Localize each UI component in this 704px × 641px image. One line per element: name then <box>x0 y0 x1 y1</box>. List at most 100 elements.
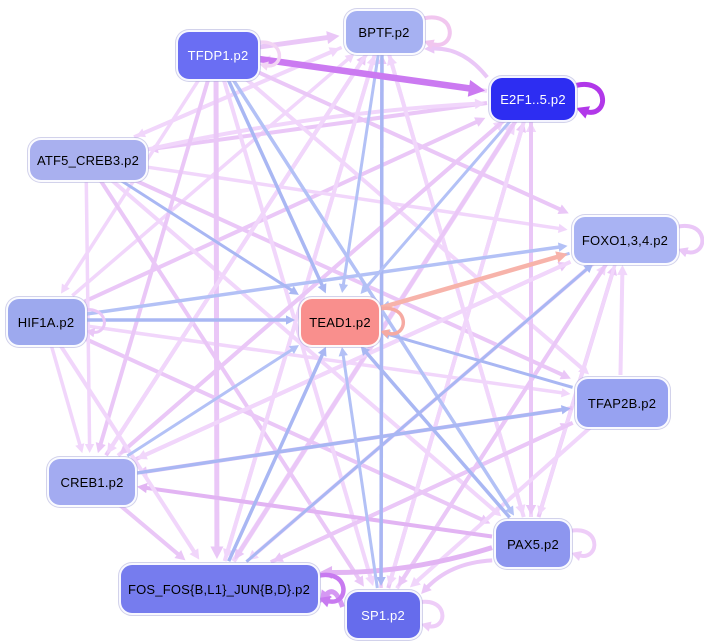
self-loop-foxo-arrowhead <box>677 247 689 258</box>
edge-atf5-tfap2b-arrowhead <box>559 369 571 380</box>
edge-tfdp1-creb1 <box>95 77 211 454</box>
self-loop-fos-line <box>308 572 346 604</box>
edge-tfdp1-sp1-arrowhead <box>365 575 376 587</box>
node-pax5[interactable]: PAX5.p2 <box>494 519 572 569</box>
edge-e2f-bptf-line <box>431 46 489 79</box>
edge-e2f-creb1-line <box>123 117 507 452</box>
self-loop-e2f-arrowhead <box>576 106 590 119</box>
edge-creb1-fos-line <box>117 502 182 558</box>
node-bptf[interactable]: BPTF.p2 <box>343 9 425 55</box>
self-loop-pax5-line <box>561 528 597 558</box>
edge-e2f-bptf <box>424 43 489 79</box>
edge-foxo-creb1 <box>136 260 572 460</box>
edge-e2f-tead1-line <box>363 118 513 291</box>
edge-creb1-tead1-arrowhead <box>288 345 299 354</box>
node-label: E2F1..5.p2 <box>500 91 566 107</box>
edge-atf5-tead1-line <box>117 177 295 293</box>
edge-pax5-creb1 <box>136 482 493 539</box>
edge-e2f-sp1 <box>386 119 527 587</box>
edge-hif1a-tead1-arrowhead <box>286 315 295 325</box>
edge-e2f-sp1-line <box>388 119 527 580</box>
self-loop-bptf <box>413 15 452 50</box>
edge-atf5-sp1 <box>98 178 364 587</box>
self-loop-sp1 <box>410 599 445 632</box>
edge-tead1-foxo <box>378 251 568 311</box>
self-loop-e2f <box>565 81 605 119</box>
edge-fos-tead1 <box>227 346 327 562</box>
edge-bptf-tead1 <box>338 52 380 294</box>
edge-hif1a-foxo-arrowhead <box>557 242 568 252</box>
self-loop-hif1a-arrowhead <box>85 328 96 338</box>
edge-tfap2b-foxo <box>617 264 628 376</box>
edge-tfdp1-e2f-line <box>257 55 475 93</box>
edge-atf5-e2f-arrowhead <box>474 98 486 110</box>
node-hif1a[interactable]: HIF1A.p2 <box>5 297 87 347</box>
edge-tfap2b-fos-arrowhead <box>272 552 284 562</box>
edge-bptf-tead1-line <box>341 52 380 288</box>
edge-tfdp1-hif1a <box>60 77 202 294</box>
edge-bptf-sp1 <box>376 52 386 586</box>
edge-sp1-tead1-arrowhead <box>338 346 348 357</box>
edge-tfdp1-sp1 <box>221 77 376 587</box>
edge-hif1a-e2f <box>83 117 486 304</box>
self-loop-pax5 <box>561 528 597 561</box>
edge-tfdp1-e2f-arrowhead <box>467 79 486 97</box>
edge-e2f-pax5-arrowhead <box>525 505 537 515</box>
edge-fos-tead1-arrowhead <box>317 346 327 357</box>
node-sp1[interactable]: SP1.p2 <box>344 590 422 640</box>
node-label: HIF1A.p2 <box>17 314 75 330</box>
edge-tfdp1-tead1-arrowhead <box>317 283 327 294</box>
self-loop-sp1-arrowhead <box>420 621 432 632</box>
edge-foxo-creb1-arrowhead <box>136 449 148 460</box>
edge-bptf-sp1-line <box>379 52 384 580</box>
node-atf5[interactable]: ATF5_CREB3.p2 <box>28 138 148 182</box>
node-fos[interactable]: FOS_FOS{B,L1}_JUN{B,D}.p2 <box>118 563 320 615</box>
node-label: CREB1.p2 <box>60 474 124 490</box>
edge-pax5-sp1-arrowhead <box>421 583 432 595</box>
edge-tfdp1-pax5-arrowhead <box>505 505 515 516</box>
self-loop-sp1-line <box>410 599 445 629</box>
node-tead1[interactable]: TEAD1.p2 <box>299 297 381 347</box>
edge-pax5-creb1-line <box>143 485 493 539</box>
edge-tfdp1-hif1a-line <box>62 77 202 290</box>
node-label: ATF5_CREB3.p2 <box>36 152 140 168</box>
edge-hif1a-creb1-line <box>49 344 83 448</box>
edge-hif1a-e2f-arrowhead <box>474 117 486 127</box>
node-foxo[interactable]: FOXO1,3,4.p2 <box>571 215 679 265</box>
edge-tfap2b-tead1-line <box>386 332 573 389</box>
edge-fos-tead1-line <box>227 351 325 562</box>
self-loop-tead1-line <box>370 306 406 336</box>
edge-e2f-fos-arrowhead <box>234 548 245 560</box>
edge-tfdp1-bptf-line <box>257 34 332 50</box>
edge-bptf-creb1 <box>107 51 369 454</box>
edge-tfdp1-pax5-line <box>230 77 513 512</box>
edge-hif1a-foxo <box>84 242 568 316</box>
edge-hif1a-fos <box>58 343 200 560</box>
edge-bptf-pax5-arrowhead <box>515 504 526 516</box>
edge-pax5-sp1-line <box>424 558 493 591</box>
edge-foxo-creb1-line <box>142 260 572 458</box>
edge-sp1-tead1-line <box>341 352 379 589</box>
edge-bptf-creb1-arrowhead <box>107 442 117 454</box>
node-e2f[interactable]: E2F1..5.p2 <box>489 76 577 122</box>
node-label: SP1.p2 <box>361 607 405 623</box>
node-label: TFAP2B.p2 <box>587 395 657 411</box>
edge-hif1a-creb1-arrowhead <box>75 443 85 454</box>
self-loop-bptf-arrowhead <box>423 39 435 50</box>
node-label: PAX5.p2 <box>507 536 559 552</box>
edge-atf5-creb1-arrowhead <box>84 443 95 454</box>
edge-pax5-sp1 <box>421 558 493 595</box>
edge-foxo-sp1-arrowhead <box>398 575 408 587</box>
edge-pax5-tead1 <box>360 346 512 519</box>
edge-sp1-tead1 <box>338 346 379 589</box>
edge-hif1a-fos-line <box>58 343 198 555</box>
edge-hif1a-tfap2b-line <box>84 323 565 395</box>
edge-tfdp1-foxo-line <box>256 70 564 213</box>
edge-creb1-fos-arrowhead <box>174 550 186 561</box>
self-loop-tfdp1-line <box>249 40 282 68</box>
node-tfdp1[interactable]: TFDP1.p2 <box>176 29 260 81</box>
node-tfap2b[interactable]: TFAP2B.p2 <box>574 377 670 429</box>
edge-tfdp1-bptf <box>257 31 340 50</box>
node-creb1[interactable]: CREB1.p2 <box>47 457 137 507</box>
